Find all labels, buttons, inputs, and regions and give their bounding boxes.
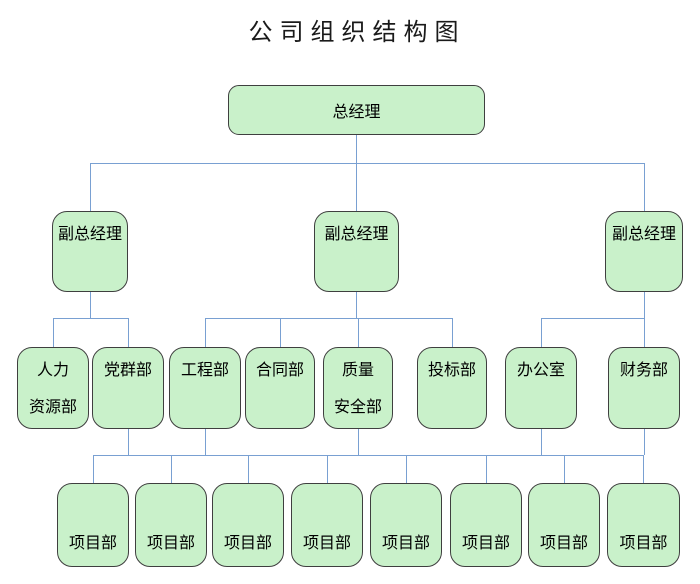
node-label: 项目部: [461, 535, 510, 552]
org-node-project-dept-6: 项目部: [450, 483, 522, 567]
org-node-dept-quality-safety: 质量 安全部: [323, 347, 393, 429]
connector-line: [90, 163, 645, 164]
connector-line: [356, 292, 357, 318]
connector-line: [358, 318, 359, 347]
connector-line: [93, 455, 94, 483]
org-node-dept-office: 办公室: [505, 347, 577, 429]
connector-line: [205, 318, 453, 319]
connector-line: [205, 429, 206, 455]
org-node-project-dept-1: 项目部: [57, 483, 129, 567]
connector-line: [53, 318, 54, 347]
node-label: 项目部: [68, 535, 117, 552]
connector-line: [90, 292, 91, 318]
node-label: 项目部: [146, 535, 195, 552]
connector-line: [356, 163, 357, 211]
node-label: 副总经理: [324, 226, 389, 243]
org-node-project-dept-4: 项目部: [291, 483, 363, 567]
connector-line: [452, 318, 453, 347]
org-node-deputy-gm-2: 副总经理: [314, 211, 399, 292]
connector-line: [128, 318, 129, 347]
org-node-project-dept-2: 项目部: [135, 483, 207, 567]
connector-line: [406, 455, 407, 483]
connector-line: [356, 135, 357, 163]
org-node-deputy-gm-1: 副总经理: [52, 211, 128, 292]
connector-line: [643, 455, 644, 483]
connector-line: [248, 455, 249, 483]
node-label: 人力 资源部: [28, 362, 77, 416]
org-node-dept-finance: 财务部: [608, 347, 680, 429]
node-label: 投标部: [427, 362, 476, 379]
connector-line: [171, 455, 172, 483]
node-label: 质量 安全部: [333, 362, 382, 416]
org-node-project-dept-3: 项目部: [212, 483, 284, 567]
connector-line: [541, 318, 645, 319]
org-node-dept-engineering: 工程部: [169, 347, 241, 429]
connector-line: [205, 318, 206, 347]
connector-line: [280, 318, 281, 347]
org-node-project-dept-7: 项目部: [528, 483, 600, 567]
node-label: 项目部: [619, 535, 668, 552]
connector-line: [128, 429, 129, 455]
node-label: 总经理: [332, 104, 381, 121]
org-node-dept-hr: 人力 资源部: [17, 347, 89, 429]
org-node-general-manager: 总经理: [228, 85, 485, 135]
node-label: 财务部: [619, 362, 668, 379]
node-label: 副总经理: [611, 226, 676, 243]
node-label: 合同部: [255, 362, 304, 379]
node-label: 项目部: [302, 535, 351, 552]
connector-line: [358, 429, 359, 455]
org-node-project-dept-5: 项目部: [370, 483, 442, 567]
connector-line: [327, 455, 328, 483]
node-label: 项目部: [539, 535, 588, 552]
connector-line: [541, 318, 542, 347]
org-node-project-dept-8: 项目部: [607, 483, 680, 567]
connector-line: [644, 318, 645, 347]
node-label: 工程部: [180, 362, 229, 379]
chart-title: 公司组织结构图: [248, 19, 466, 46]
node-label: 项目部: [381, 535, 430, 552]
connector-line: [541, 429, 542, 455]
connector-line: [644, 292, 645, 318]
org-node-dept-contract: 合同部: [245, 347, 315, 429]
connector-line: [564, 455, 565, 483]
connector-line: [644, 429, 645, 455]
org-node-dept-party: 党群部: [92, 347, 164, 429]
connector-line: [90, 163, 91, 211]
connector-line: [486, 455, 487, 483]
connector-line: [93, 455, 644, 456]
node-label: 项目部: [223, 535, 272, 552]
org-node-dept-bidding: 投标部: [417, 347, 487, 429]
node-label: 办公室: [516, 362, 565, 379]
node-label: 副总经理: [57, 226, 122, 243]
connector-line: [53, 318, 129, 319]
connector-line: [644, 163, 645, 211]
node-label: 党群部: [103, 362, 152, 379]
org-node-deputy-gm-3: 副总经理: [605, 211, 683, 292]
